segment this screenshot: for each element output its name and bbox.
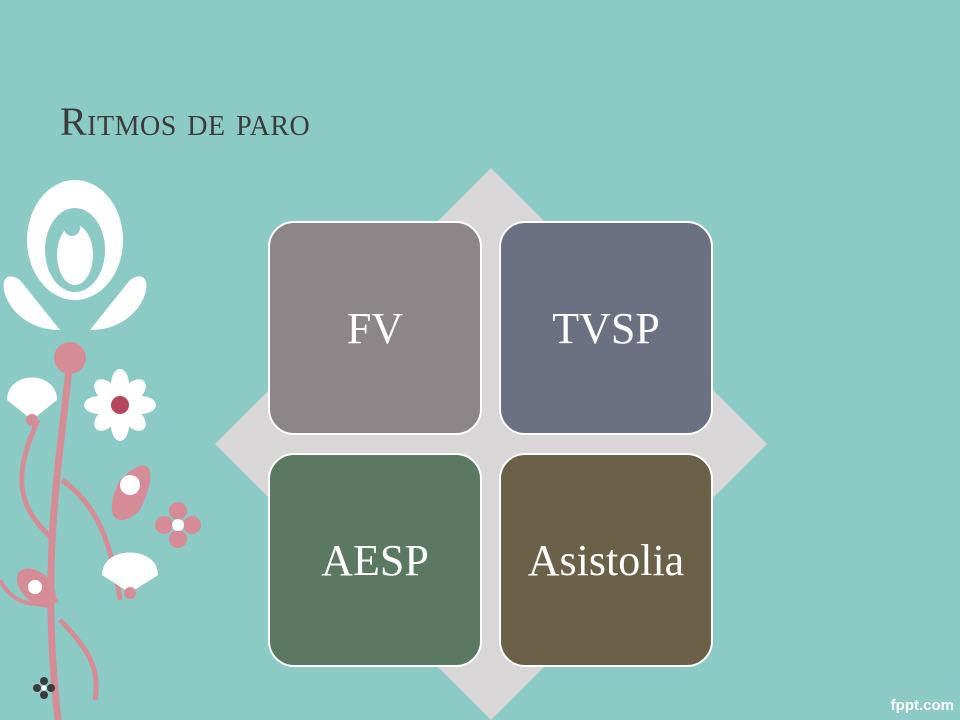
- matrix-cell-tvsp: TVSP: [499, 221, 713, 435]
- small-bud: [102, 552, 158, 599]
- small-bud: [7, 377, 57, 426]
- flower-stem: [58, 618, 99, 701]
- matrix-cell-label: TVSP: [552, 303, 660, 353]
- matrix-cell-label: AESP: [321, 535, 429, 585]
- matrix-cell-label: FV: [346, 303, 404, 353]
- matrix-cell-fv: FV: [268, 221, 482, 435]
- floral-decoration: [0, 180, 201, 720]
- matrix-cell-asistolia: Asistolia: [499, 453, 713, 667]
- flower-stem: [19, 418, 56, 542]
- matrix-cell-aesp: AESP: [268, 453, 482, 667]
- matrix-cell-label: Asistolia: [527, 535, 685, 585]
- large-flower: [3, 180, 147, 374]
- slide-title: Ritmos de paro: [60, 99, 311, 144]
- tiny-flower: [33, 677, 55, 699]
- pink-leaf: [16, 568, 56, 608]
- small-daisy: [84, 369, 156, 441]
- footer-logo: fppt.com: [890, 697, 954, 714]
- small-pink-flower: [155, 502, 201, 548]
- pink-leaf: [111, 465, 151, 520]
- flower-stem: [47, 359, 74, 720]
